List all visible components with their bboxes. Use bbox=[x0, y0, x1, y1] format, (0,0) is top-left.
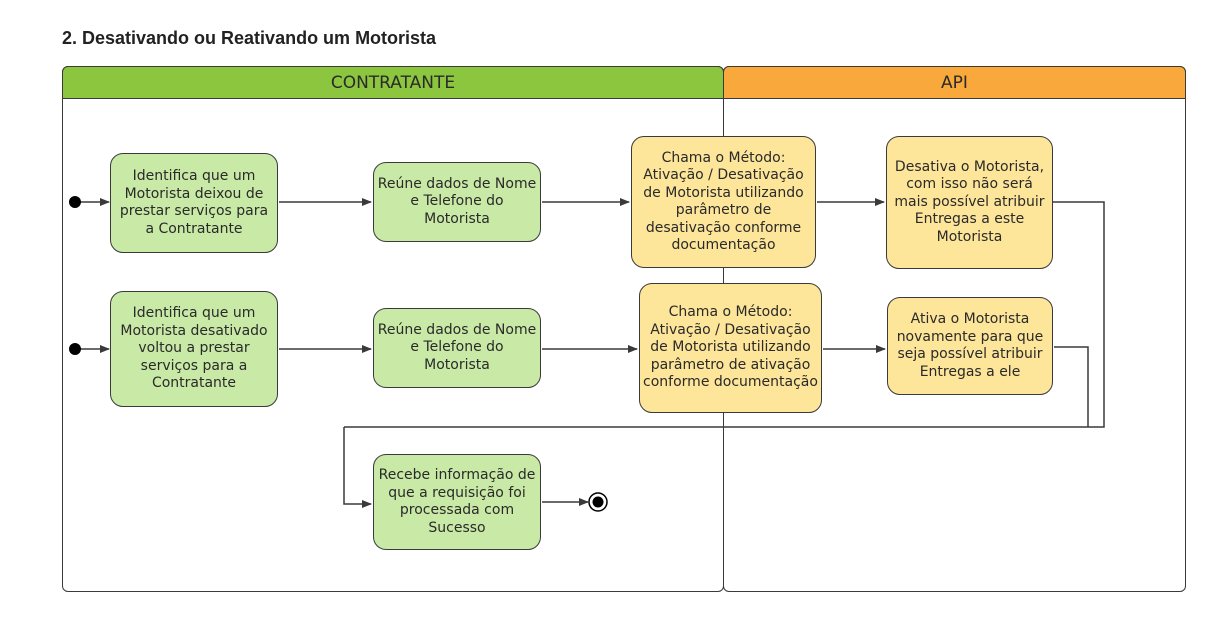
activity-recebe-informacao: Recebe informação de que a requisição fo… bbox=[373, 454, 541, 550]
lane-header-api: API bbox=[723, 66, 1186, 99]
arrow-to-recebe bbox=[343, 427, 372, 508]
lane-header-contratante: CONTRATANTE bbox=[62, 66, 724, 99]
activity-ativa-motorista: Ativa o Motorista novamente para que sej… bbox=[887, 297, 1053, 395]
path-ativa-return bbox=[1054, 346, 1089, 427]
activity-desativa-motorista: Desativa o Motorista, com isso não será … bbox=[886, 136, 1053, 269]
activity-identifica-voltou: Identifica que um Motorista desativado v… bbox=[110, 291, 278, 407]
page-title: 2. Desativando ou Reativando um Motorist… bbox=[62, 28, 437, 48]
activity-identifica-deixou: Identifica que um Motorista deixou de pr… bbox=[110, 153, 278, 253]
start-node-1 bbox=[69, 196, 81, 208]
start-node-2 bbox=[69, 343, 81, 355]
activity-reune-dados-2: Reúne dados de Nome e Telefone do Motori… bbox=[373, 308, 541, 388]
activity-reune-dados-1: Reúne dados de Nome e Telefone do Motori… bbox=[373, 162, 541, 242]
end-node-inner bbox=[592, 496, 604, 508]
activity-chama-desativacao: Chama o Método: Ativação / Desativação d… bbox=[631, 136, 816, 268]
path-desativa-return bbox=[344, 201, 1105, 428]
activity-chama-ativacao: Chama o Método: Ativação / Desativação d… bbox=[639, 283, 822, 413]
